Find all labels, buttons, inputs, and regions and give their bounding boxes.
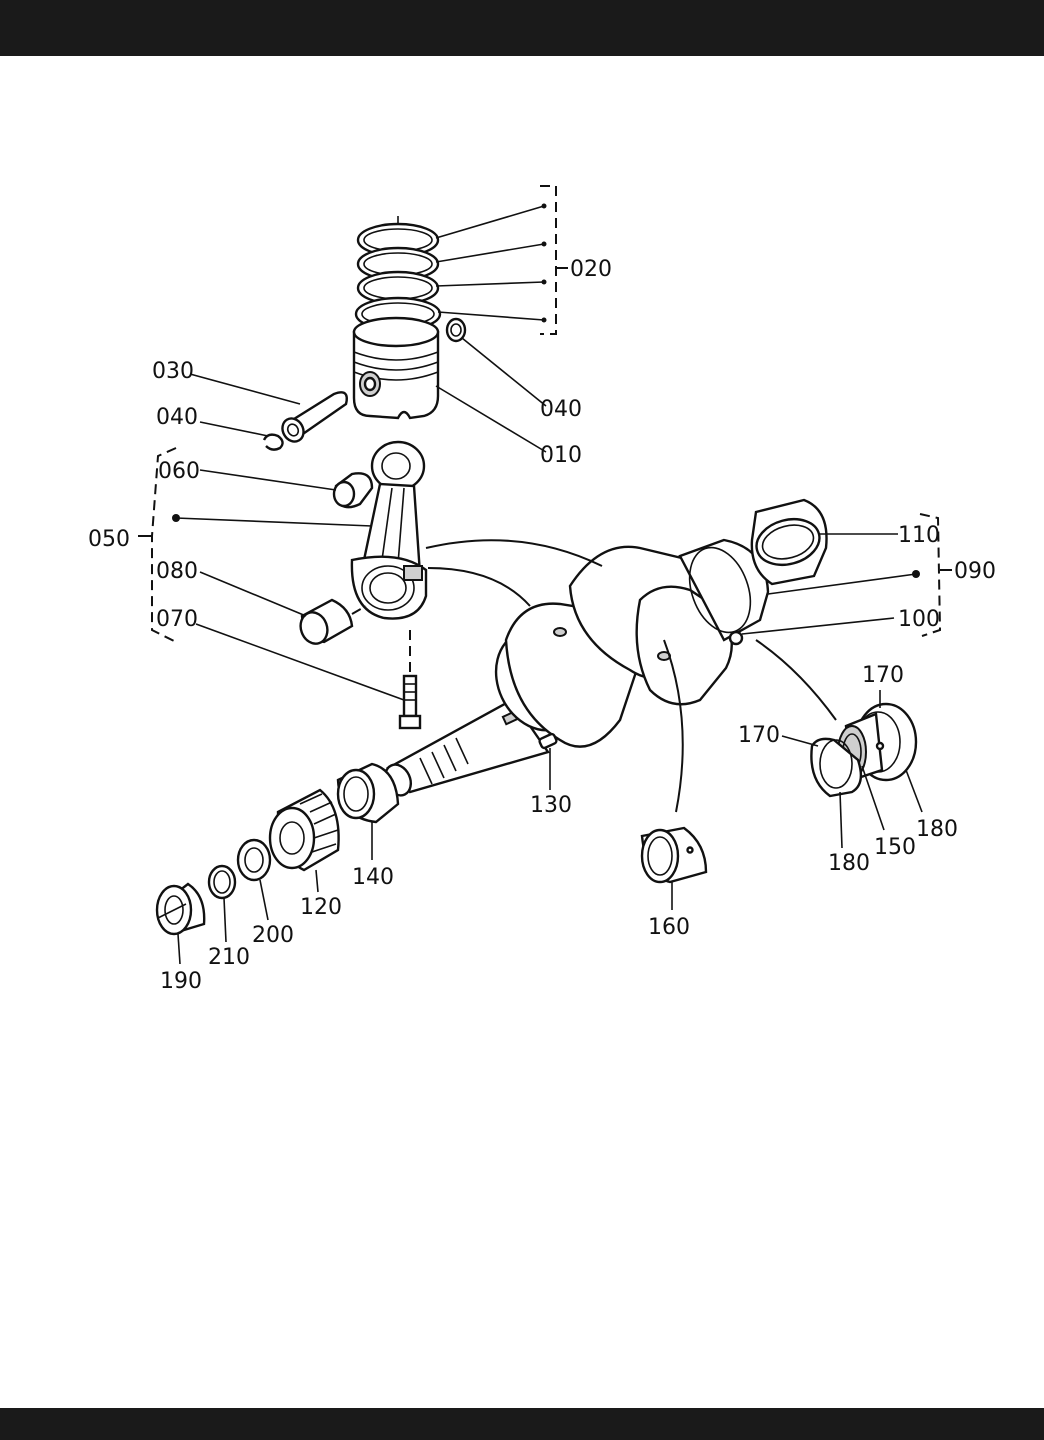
leader-lines	[172, 203, 923, 965]
piston-pin	[281, 391, 348, 443]
collar-190	[155, 882, 206, 936]
header-bar	[0, 0, 1044, 56]
label-130: 130	[530, 793, 572, 818]
woodruff-key	[538, 732, 558, 750]
footer-bar	[0, 1408, 1044, 1440]
bracket-020	[540, 185, 557, 335]
label-110: 110	[898, 523, 940, 548]
label-050: 050	[88, 527, 130, 552]
label-200: 200	[252, 923, 294, 948]
label-180-right: 180	[916, 817, 958, 842]
label-020: 020	[570, 257, 612, 282]
front-bushing	[336, 762, 400, 824]
label-170-left: 170	[738, 723, 780, 748]
main-bearing-160	[640, 826, 708, 884]
label-150: 150	[874, 835, 916, 860]
label-030: 030	[152, 359, 194, 384]
label-040-left: 040	[156, 405, 198, 430]
connecting-rod	[350, 440, 428, 620]
label-010: 010	[540, 443, 582, 468]
label-180-left: 180	[828, 851, 870, 876]
label-160: 160	[648, 915, 690, 940]
rear-thrust-washer	[810, 737, 863, 798]
piston	[352, 316, 440, 420]
main-bearing-110	[750, 498, 828, 586]
dowel-pin	[728, 630, 744, 646]
small-end-bushing	[332, 472, 374, 509]
o-ring-210	[207, 864, 237, 900]
assembly-arrows	[425, 539, 837, 813]
label-060: 060	[158, 459, 200, 484]
label-170-right: 170	[862, 663, 904, 688]
label-210: 210	[208, 945, 250, 970]
label-080: 080	[156, 559, 198, 584]
label-120: 120	[300, 895, 342, 920]
washer-200	[236, 838, 272, 882]
crankpin-bearing	[299, 598, 367, 645]
connecting-rod-bolt	[398, 630, 422, 730]
crank-gear	[268, 788, 340, 872]
label-040-right: 040	[540, 397, 582, 422]
snap-ring-left	[262, 433, 284, 451]
bracket-090	[919, 513, 942, 637]
label-100: 100	[898, 607, 940, 632]
snap-ring-right	[445, 317, 467, 343]
label-190: 190	[160, 969, 202, 994]
label-090: 090	[954, 559, 996, 584]
crankshaft	[383, 538, 770, 797]
label-140: 140	[352, 865, 394, 890]
piston-rings	[354, 216, 442, 332]
label-070: 070	[156, 607, 198, 632]
